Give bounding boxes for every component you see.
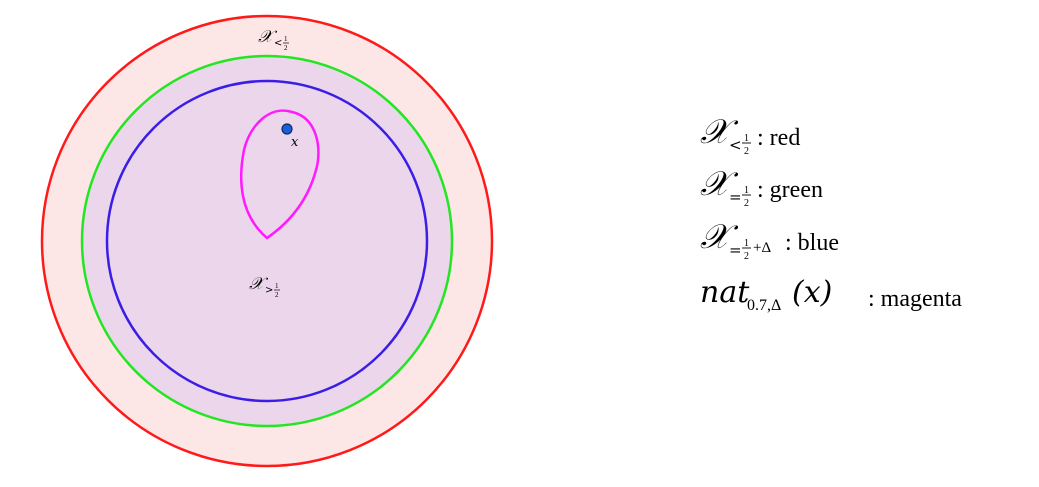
legend-item-magenta: nat 0.7,Δ (x) : magenta — [700, 275, 962, 314]
svg-text:1: 1 — [744, 133, 749, 144]
svg-text:(x): (x) — [792, 275, 832, 310]
inner-region-circle — [105, 79, 429, 403]
svg-text:1: 1 — [275, 282, 279, 290]
svg-text:: blue: : blue — [785, 230, 839, 256]
svg-text:: red: : red — [757, 125, 800, 151]
nat-curve — [239, 109, 320, 240]
svg-text:2: 2 — [275, 291, 279, 299]
legend-item-red: 𝒳 < 1 2 : red — [700, 112, 800, 157]
svg-text:: magenta: : magenta — [868, 286, 962, 312]
svg-text:1: 1 — [744, 238, 749, 249]
legend-item-green: 𝒳 = 1 2 : green — [700, 164, 823, 209]
svg-text:2: 2 — [284, 44, 288, 52]
svg-text:<: < — [274, 38, 282, 49]
svg-text:nat: nat — [700, 275, 750, 310]
svg-text:<: < — [729, 136, 742, 154]
point-x-label: x — [291, 135, 299, 150]
svg-text:2: 2 — [744, 146, 749, 157]
svg-text:=: = — [729, 241, 742, 259]
svg-text:2: 2 — [744, 251, 749, 262]
svg-text:0.7,Δ: 0.7,Δ — [747, 297, 781, 314]
svg-text:>: > — [265, 285, 273, 296]
svg-text:: green: : green — [757, 177, 823, 203]
svg-text:1: 1 — [744, 185, 749, 196]
legend: 𝒳 < 1 2 : red 𝒳 = 1 2 : green 𝒳 = 1 2 +Δ… — [700, 112, 962, 314]
svg-text:=: = — [729, 188, 742, 206]
svg-text:1: 1 — [284, 35, 288, 43]
legend-item-blue: 𝒳 = 1 2 +Δ : blue — [700, 217, 839, 262]
point-x — [281, 123, 293, 135]
svg-text:+Δ: +Δ — [753, 240, 771, 256]
svg-text:2: 2 — [744, 198, 749, 209]
